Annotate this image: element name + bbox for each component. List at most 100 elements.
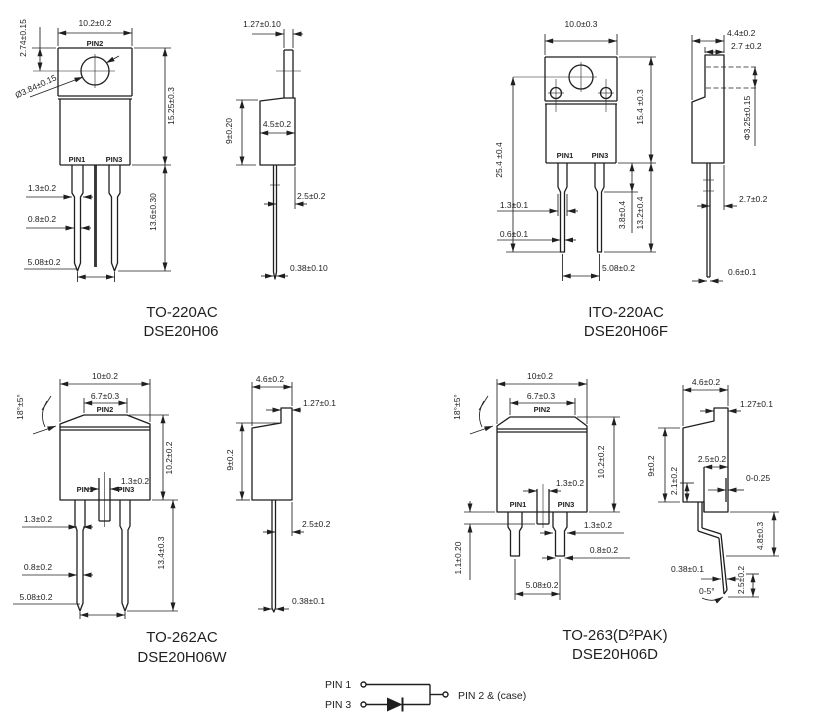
pin3-label: PIN3 <box>558 500 575 509</box>
package-name: ITO-220AC <box>588 304 664 321</box>
to262ac-front-view: 10±0.2 6.7±0.3 PIN2 18°±5° 10.2±0.2 1.3±… <box>13 371 178 619</box>
dim-lead-thickness-label: 0.8±0.2 <box>28 214 57 224</box>
dim-pad-inset-label: 2.5±0.2 <box>698 454 727 464</box>
dim-step-height-label: 2.1±0.2 <box>669 467 679 496</box>
dim-draft-angle-label: 18°±5° <box>15 394 25 420</box>
ito220ac-side-view: 4.4±0.2 2.7 ±0.2 Φ3.25±0.15 2.7±0.2 0.6±… <box>691 28 768 284</box>
dim-body-height-label: 9±0.2 <box>646 455 656 476</box>
dim-body-height-label: 9±0.20 <box>224 118 234 144</box>
dim-tab-thickness-label: 1.27±0.1 <box>740 399 773 409</box>
ito220ac-front-outline <box>513 56 618 253</box>
pin1-lead <box>507 512 523 557</box>
to262ac-front-outline <box>59 414 151 612</box>
dim-lead-pitch-label: 5.08±0.2 <box>19 592 52 602</box>
dim-foot-length-label: 2.5±0.2 <box>736 566 746 595</box>
schematic-pin2-label: PIN 2 & (case) <box>458 690 526 702</box>
pin2-label: PIN2 <box>534 405 551 414</box>
dim-lead-offset-label: 2.7±0.2 <box>739 194 768 204</box>
pin3-label: PIN3 <box>118 485 135 494</box>
dim-lead-pitch-label: 5.08±0.2 <box>27 257 60 267</box>
dim-center-lead-width-label: 1.3±0.2 <box>121 476 150 486</box>
to220ac-side-dimensions: 1.27±0.10 9±0.20 4.5±0.2 2.5±0.2 0.38±0.… <box>224 19 328 279</box>
ito220ac-caption: ITO-220AC DSE20H06F <box>584 304 668 340</box>
dim-lead-width-label: 1.3±0.2 <box>28 183 57 193</box>
to263-caption: TO-263(D²PAK) DSE20H06D <box>562 627 667 663</box>
to262ac-side-dimensions: 4.6±0.2 1.27±0.1 9±0.2 2.5±0.2 0.38±0.1 <box>225 374 336 612</box>
dim-body-height-label: 9±0.2 <box>225 449 235 470</box>
dim-center-lead-width-label: 1.3±0.2 <box>556 478 585 488</box>
part-number: DSE20H06D <box>572 646 658 663</box>
ito220ac-front-view: 10.0±0.3 25.4 ±0.4 15.4 ±0.3 13.2±0.4 3.… <box>494 19 656 281</box>
to262ac-side-outline <box>251 407 293 613</box>
dim-tab-offset-label: 2.74±0.15 <box>18 19 28 57</box>
pin2-label: PIN2 <box>87 39 104 48</box>
dim-standoff-label: 0-0.25 <box>746 473 770 483</box>
dim-lead-width-label: 1.3±0.1 <box>500 200 529 210</box>
dim-body-height-label: 15.4 ±0.3 <box>635 89 645 125</box>
pin2-terminal <box>442 691 449 698</box>
package-name: TO-263(D²PAK) <box>562 627 667 644</box>
part-number: DSE20H06 <box>143 323 218 340</box>
dim-tab-depth-label: 2.7 ±0.2 <box>731 41 762 51</box>
pin1-label: PIN1 <box>557 151 574 160</box>
dim-foot-height-label: 4.8±0.3 <box>755 522 765 551</box>
dim-lead-length-label: 13.6±0.30 <box>148 193 158 231</box>
package-name: TO-262AC <box>146 629 218 646</box>
pin3-terminal <box>360 701 367 708</box>
ito220ac-side-outline <box>691 54 757 278</box>
diode-schematic: PIN 1 PIN 3 PIN 2 & (case) <box>325 679 526 712</box>
to263-front-outline <box>496 416 588 557</box>
dim-width-label: 10.2±0.2 <box>78 18 111 28</box>
dim-body-depth-label: 4.6±0.2 <box>692 377 721 387</box>
to220ac-side-outline <box>259 49 301 280</box>
dim-body-depth-label: 4.5±0.2 <box>263 119 292 129</box>
dim-tab-width-label: 6.7±0.3 <box>527 391 556 401</box>
dim-lead-thickness-label: 0.8±0.2 <box>590 545 619 555</box>
to263-side-dimensions: 4.6±0.2 1.27±0.1 9±0.2 2.1±0.2 2.5±0.2 0… <box>646 377 779 604</box>
to263-side-view: 4.6±0.2 1.27±0.1 9±0.2 2.1±0.2 2.5±0.2 0… <box>646 377 779 604</box>
schematic-pin1-label: PIN 1 <box>325 679 351 691</box>
part-number: DSE20H06F <box>584 323 668 340</box>
dim-lead-thickness-label: 0.8±0.2 <box>24 562 53 572</box>
to262ac-side-view: 4.6±0.2 1.27±0.1 9±0.2 2.5±0.2 0.38±0.1 <box>225 374 336 613</box>
dim-lead-thickness-label: 0.38±0.10 <box>290 263 328 273</box>
pin1-label: PIN1 <box>69 155 86 164</box>
pin3-lead <box>552 512 568 557</box>
dim-body-height-label: 10.2±0.2 <box>596 445 606 478</box>
pin1-lead <box>71 165 84 272</box>
dim-lead-pitch-label: 5.08±0.2 <box>525 580 558 590</box>
dim-lead-width-label: 1.3±0.2 <box>24 514 53 524</box>
dim-lead-pitch-label: 5.08±0.2 <box>602 263 635 273</box>
diode-symbol <box>387 697 403 712</box>
dim-shoulder-length-label: 3.8±0.4 <box>617 201 627 230</box>
dim-tab-thickness-label: 1.27±0.1 <box>303 398 336 408</box>
to263-front-view: 10±0.2 6.7±0.3 PIN2 18°±5° 10.2±0.2 1.3±… <box>452 371 630 600</box>
dim-tab-thickness-label: 1.27±0.10 <box>243 19 281 29</box>
pin1-label: PIN1 <box>77 485 94 494</box>
dim-body-depth-label: 4.4±0.2 <box>727 28 756 38</box>
dim-lead-length-label: 13.4±0.3 <box>156 536 166 569</box>
to263-front-dimensions: 10±0.2 6.7±0.3 PIN2 18°±5° 10.2±0.2 1.3±… <box>452 371 630 600</box>
to220ac-caption: TO-220AC DSE20H06 <box>143 304 218 340</box>
dim-lead-thickness-label: 0.38±0.1 <box>292 596 325 606</box>
pin1-lead <box>557 163 568 253</box>
part-number: DSE20H06W <box>137 649 227 666</box>
dim-stub-length-label: 1.1±0.20 <box>453 541 463 574</box>
dim-lead-width-label: 1.3±0.2 <box>584 520 613 530</box>
to220ac-front-outline <box>33 47 133 272</box>
pin3-lead <box>594 163 605 253</box>
dim-foot-angle-label: 0-5° <box>699 586 715 596</box>
dim-width-label: 10±0.2 <box>527 371 553 381</box>
pin3-lead <box>119 500 131 612</box>
package-name: TO-220AC <box>146 304 218 321</box>
dim-draft-angle-label: 18°±5° <box>452 394 462 420</box>
dim-tab-width-label: 6.7±0.3 <box>91 391 120 401</box>
dim-body-depth-label: 4.6±0.2 <box>256 374 285 384</box>
schematic-pin3-label: PIN 3 <box>325 699 351 711</box>
pin3-label: PIN3 <box>106 155 123 164</box>
pin1-terminal <box>360 681 367 688</box>
pin1-label: PIN1 <box>510 500 527 509</box>
dim-lead-length-label: 13.2±0.4 <box>635 196 645 229</box>
dim-lead-offset-label: 2.5±0.2 <box>297 191 326 201</box>
